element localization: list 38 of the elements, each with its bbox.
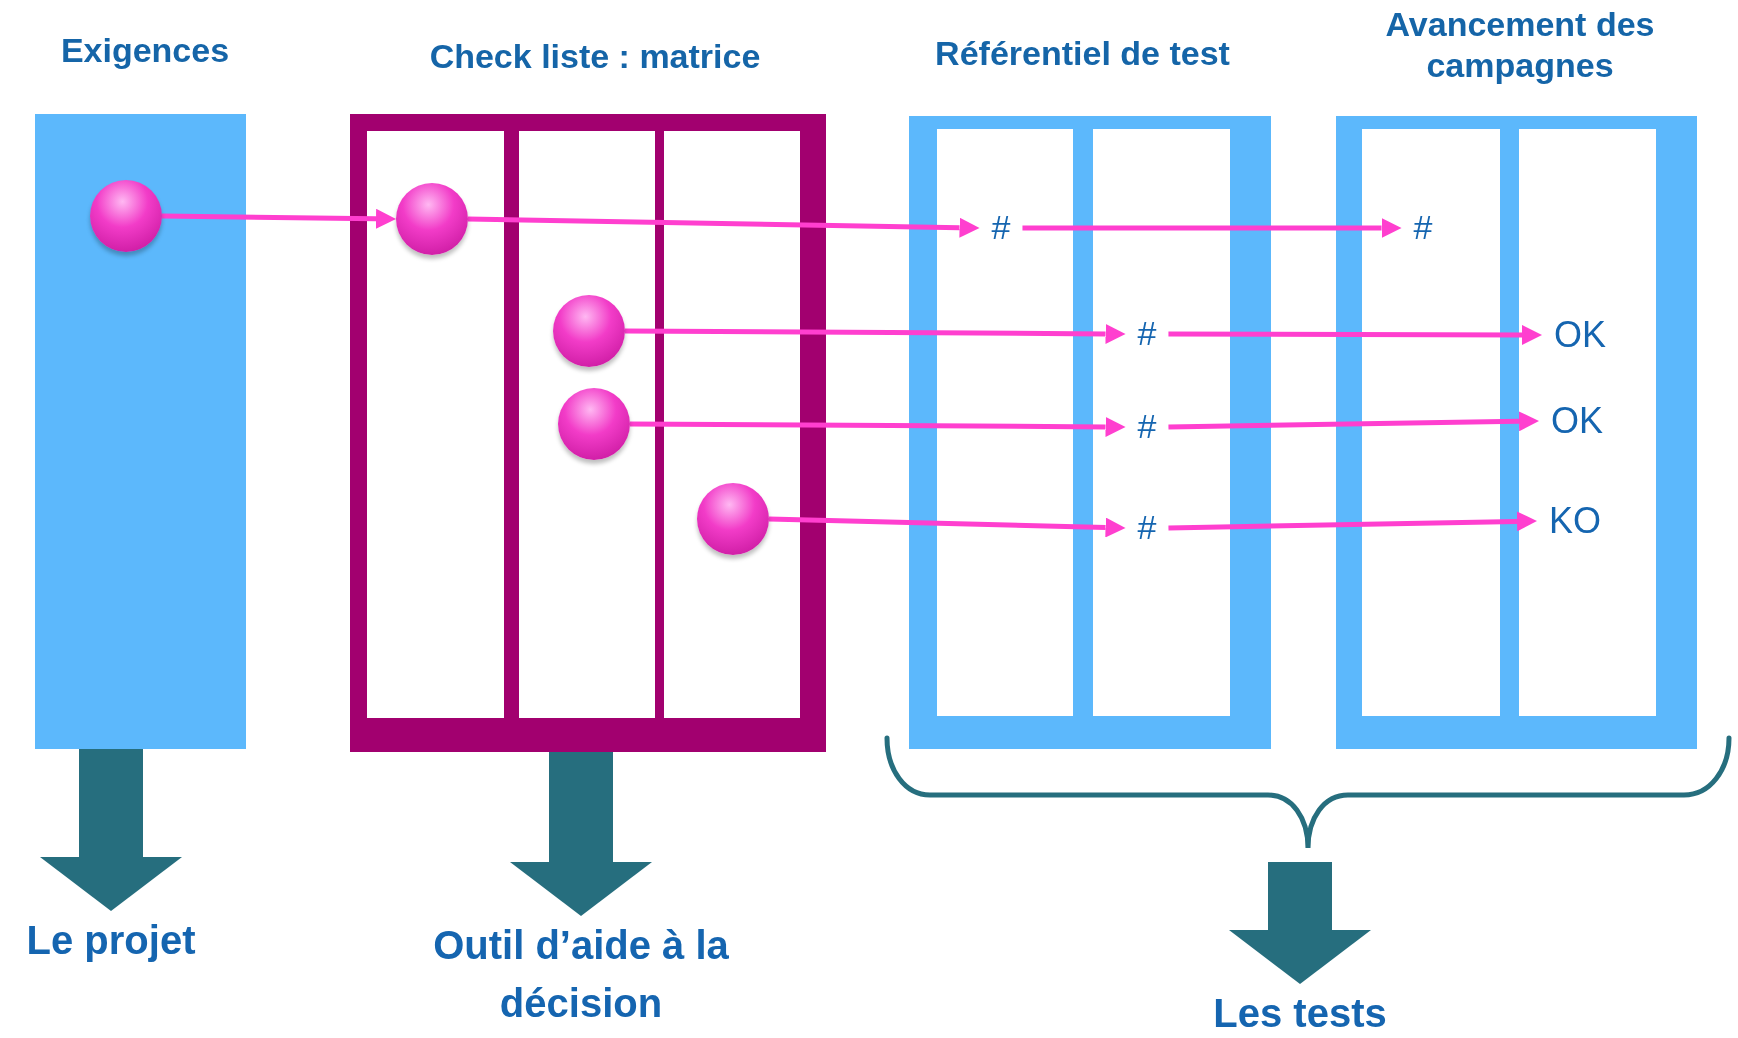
hash-mark: # — [1125, 402, 1169, 452]
outcome-label: Outil d’aide à la décision — [369, 916, 793, 1032]
outcome-label: Les tests — [1201, 984, 1399, 1038]
status-text: KO — [1537, 494, 1613, 548]
hash-mark: # — [979, 203, 1023, 253]
hash-mark: # — [1125, 309, 1169, 359]
hash-mark: # — [1401, 203, 1445, 253]
column-slot — [1093, 129, 1230, 716]
sphere-marker — [396, 183, 468, 255]
column-slot — [937, 129, 1073, 716]
arrow — [1022, 218, 1402, 238]
sphere-marker — [553, 295, 625, 367]
arrow — [161, 208, 396, 229]
sphere-marker — [697, 483, 769, 555]
status-text: OK — [1539, 394, 1615, 448]
block-arrow — [510, 752, 652, 916]
arrow — [1168, 511, 1537, 532]
arrow — [1168, 324, 1542, 345]
arrow — [467, 216, 980, 238]
arrow — [630, 416, 1126, 437]
column-heading: Check liste : matrice — [428, 36, 762, 77]
column-slot — [1362, 129, 1500, 716]
sphere-marker — [558, 388, 630, 460]
column-heading: Référentiel de test — [934, 33, 1231, 74]
column-heading: Exigences — [59, 30, 231, 71]
column-slot — [519, 131, 655, 718]
arrow — [625, 323, 1126, 344]
outcome-label: Le projet — [14, 911, 208, 969]
column-slot — [367, 131, 504, 718]
arrow — [1168, 411, 1539, 432]
block-arrow — [40, 749, 182, 911]
arrow — [768, 516, 1126, 538]
column-heading: Avancement des campagnes — [1384, 4, 1656, 86]
hash-mark: # — [1125, 503, 1169, 553]
block-arrow — [1229, 862, 1371, 984]
status-text: OK — [1542, 308, 1618, 362]
column-slot — [1519, 129, 1656, 716]
column-slot — [664, 131, 800, 718]
